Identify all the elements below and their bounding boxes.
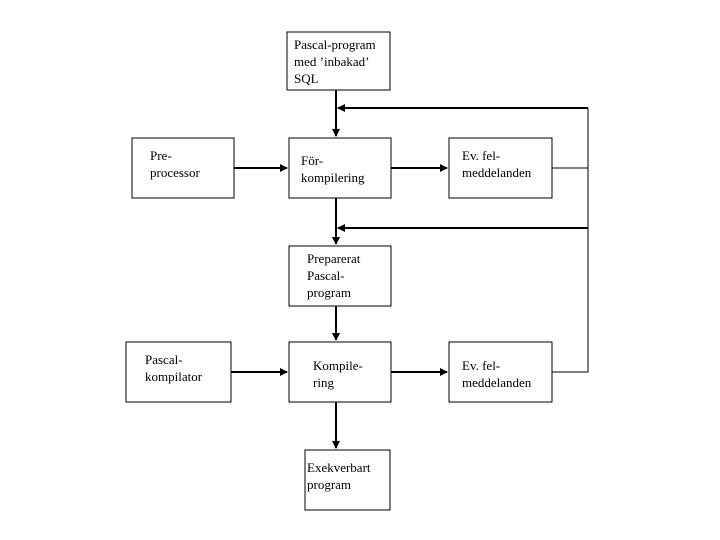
node-label-source-line-2: med ’inbakad’	[294, 54, 369, 69]
node-label-errors-2-line-1: Ev. fel-	[462, 358, 500, 373]
node-compile: Kompile-ring	[288, 341, 392, 403]
node-precompile: För-kompilering	[288, 137, 392, 199]
node-label-prepared-line-1: Preparerat	[307, 251, 361, 266]
edges	[231, 90, 589, 449]
node-box-errors-2	[448, 341, 553, 403]
node-errors-1: Ev. fel-meddelanden	[448, 137, 553, 199]
node-box-compile	[288, 341, 392, 403]
node-compiler: Pascal-kompilator	[125, 341, 232, 403]
edge-9	[552, 167, 589, 228]
node-label-prepared-line-3: program	[307, 285, 351, 300]
node-box-executable	[304, 449, 391, 511]
node-label-errors-1-line-1: Ev. fel-	[462, 148, 500, 163]
node-source: Pascal-program med ’inbakad’ SQL	[286, 31, 391, 91]
node-label-precompile-line-2: kompilering	[301, 170, 365, 185]
node-label-source-line-3: SQL	[294, 71, 319, 86]
node-box-precompile	[288, 137, 392, 199]
node-label-preprocessor-line-2: processor	[150, 165, 200, 180]
node-label-executable-line-1: Exekverbart	[307, 460, 371, 475]
nodes: Pascal-program med ’inbakad’ SQL Pre-proces…	[125, 31, 553, 511]
node-errors-2: Ev. fel-meddelanden	[448, 341, 553, 403]
node-label-compile-line-2: ring	[313, 375, 334, 390]
node-label-errors-1-line-2: meddelanden	[462, 165, 532, 180]
node-label-errors-2-line-2: meddelanden	[462, 375, 532, 390]
node-box-prepared	[288, 245, 392, 307]
node-preprocessor: Pre-processor	[131, 137, 235, 199]
node-box-errors-1	[448, 137, 553, 199]
node-label-compile-line-1: Kompile-	[313, 358, 363, 373]
edge-10	[552, 108, 589, 373]
node-label-preprocessor-line-1: Pre-	[150, 148, 172, 163]
node-box-preprocessor	[131, 137, 235, 199]
node-box-compiler	[125, 341, 232, 403]
node-label-compiler-line-1: Pascal-	[145, 352, 183, 367]
node-label-compiler-line-2: kompilator	[145, 369, 203, 384]
node-box-source	[286, 31, 391, 91]
node-executable: Exekverbart program	[304, 449, 391, 511]
node-label-prepared-line-2: Pascal-	[307, 268, 345, 283]
node-label-source-line-1: Pascal-program	[294, 37, 376, 52]
node-label-precompile-line-1: För-	[301, 153, 323, 168]
node-label-executable-line-2: program	[307, 477, 351, 492]
